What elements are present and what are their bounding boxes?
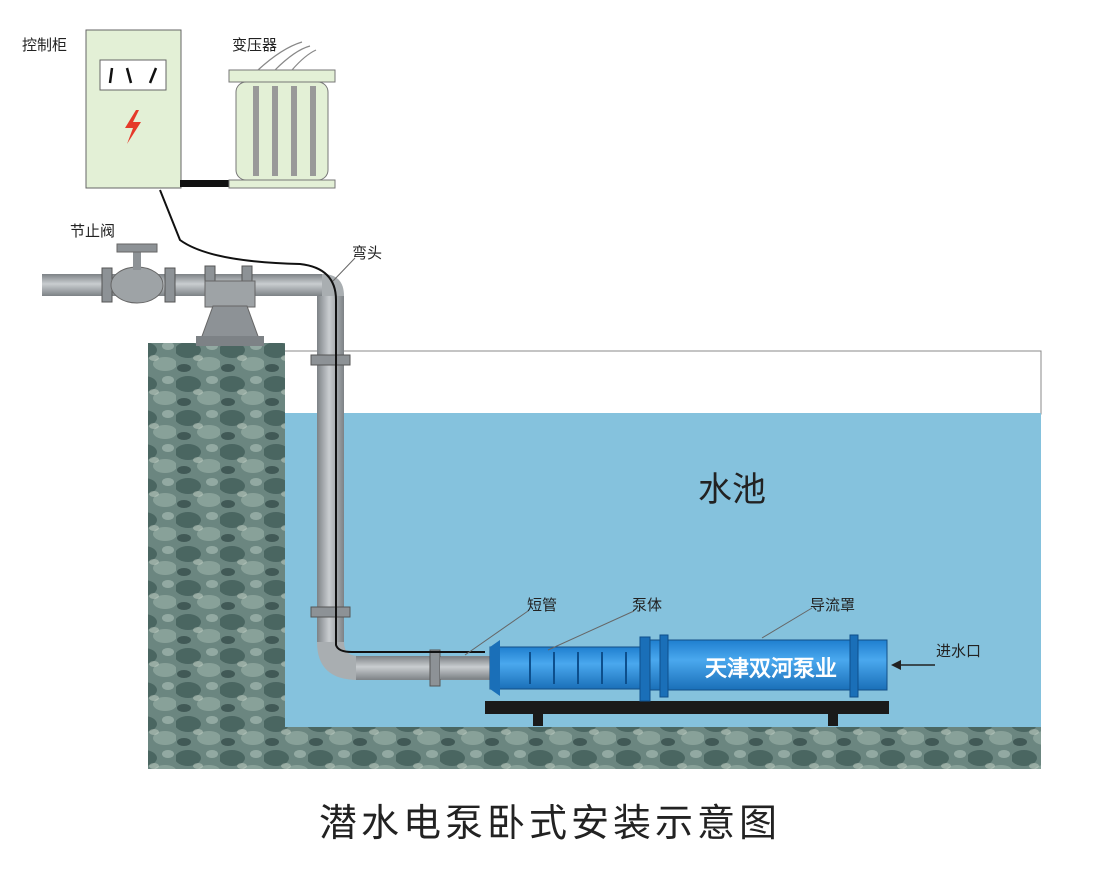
- gate-valve: [110, 243, 164, 304]
- label-pump-body: 泵体: [632, 596, 663, 614]
- inlet-arrow-icon: [891, 660, 935, 670]
- lightning-icon: [125, 110, 141, 144]
- leader-lines: [332, 257, 813, 656]
- transformer-terminal-lines: [257, 41, 317, 71]
- horizontal-pipe-top: [42, 274, 327, 296]
- elbow-bottom: [317, 642, 358, 680]
- cabinet-cable-connector: [180, 180, 230, 187]
- pool-empty-space: [282, 350, 1042, 415]
- pump-base-frame: [485, 701, 889, 726]
- transformer: [228, 41, 336, 189]
- pump-brand-text: 天津双河泵业: [704, 657, 837, 682]
- pump-flange: [639, 636, 651, 702]
- label-short-pipe: 短管: [527, 596, 558, 614]
- flange-top: [310, 354, 351, 366]
- pump-assembly: [440, 634, 888, 702]
- diagram-title: 潜水电泵卧式安装示意图: [318, 801, 781, 845]
- label-control-cabinet: 控制柜: [22, 36, 68, 54]
- control-cabinet: [85, 29, 230, 189]
- meter-needle-icon: [148, 67, 158, 84]
- vertical-pipe: [317, 296, 344, 642]
- label-elbow: 弯头: [352, 244, 383, 262]
- rock-pool-floor: [148, 727, 1041, 769]
- flow-shroud: [649, 639, 888, 691]
- shroud-rib: [849, 634, 859, 698]
- short-pipe: [440, 657, 490, 679]
- rock-wall-left: [148, 343, 285, 769]
- rock-ground: [148, 343, 1041, 769]
- meter-needle-icon: [125, 67, 133, 84]
- label-flow-shroud: 导流罩: [810, 596, 856, 614]
- flange-bottom: [429, 649, 441, 687]
- label-valve: 节止阀: [70, 222, 116, 240]
- pump-stage-grooves: [529, 652, 627, 684]
- label-inlet: 进水口: [936, 642, 982, 660]
- label-transformer: 变压器: [232, 36, 278, 54]
- meter-needle-icon: [108, 67, 114, 84]
- pipe-flange-2: [164, 267, 176, 303]
- label-pool: 水池: [698, 470, 766, 510]
- pump-body: [489, 646, 643, 690]
- flange-middle: [310, 606, 351, 618]
- shroud-rib: [659, 634, 669, 698]
- pipe-support: [196, 280, 264, 346]
- power-cable: [159, 189, 485, 653]
